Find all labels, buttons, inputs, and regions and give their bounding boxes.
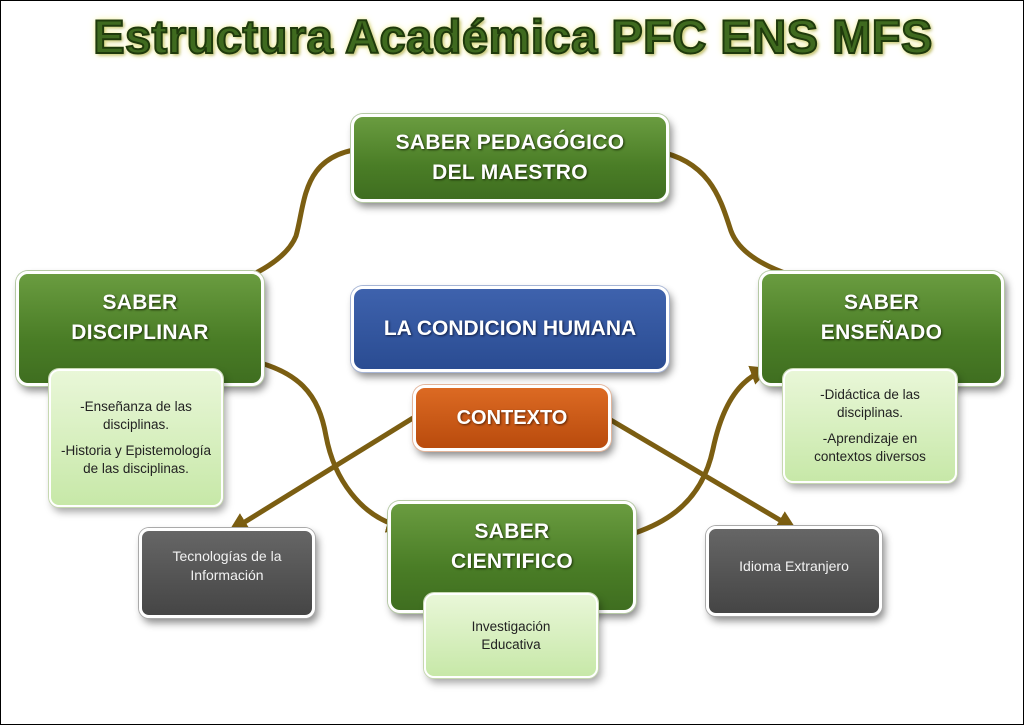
node-saber-pedagogico-line2: DEL MAESTRO bbox=[432, 161, 588, 184]
node-saber-pedagogico-line1: SABER PEDAGÓGICO bbox=[395, 131, 625, 154]
node-saber-ensenado-line1: SABER bbox=[843, 290, 919, 314]
node-saber-ensenado: SABER ENSEÑADO bbox=[759, 271, 1004, 386]
note-disciplinar: -Enseñanza de las disciplinas. -Historia… bbox=[49, 369, 223, 507]
note-ensenado-item: -Didáctica de las disciplinas. bbox=[820, 387, 920, 420]
arrow-contexto-idioma bbox=[607, 416, 797, 531]
note-ensenado-item: -Aprendizaje en contextos diversos bbox=[814, 431, 926, 464]
note-ensenado: -Didáctica de las disciplinas. -Aprendiz… bbox=[783, 369, 957, 483]
arrow-contexto-tecnologias bbox=[228, 415, 415, 533]
node-idioma-label: Idioma Extranjero bbox=[739, 557, 849, 574]
arrow-pedagogico-disciplinar bbox=[221, 138, 379, 291]
note-disciplinar-item: -Historia y Epistemología de las discipl… bbox=[60, 443, 212, 476]
node-saber-pedagogico: SABER PEDAGÓGICO DEL MAESTRO bbox=[351, 114, 669, 202]
node-condicion-humana: LA CONDICION HUMANA bbox=[351, 286, 669, 372]
arrow-pedagogico-ensenado bbox=[648, 143, 829, 291]
node-saber-cientifico-line2: CIENTIFICO bbox=[451, 550, 573, 573]
note-cientifico: Investigación Educativa bbox=[424, 593, 598, 678]
note-cientifico-item: Investigación Educativa bbox=[471, 618, 551, 652]
note-disciplinar-item: -Enseñanza de las disciplinas. bbox=[80, 399, 192, 432]
node-idioma: Idioma Extranjero bbox=[706, 526, 882, 616]
node-saber-ensenado-line2: ENSEÑADO bbox=[820, 320, 943, 344]
node-saber-disciplinar-line2: DISCIPLINAR bbox=[71, 320, 209, 344]
arrow-ensenado-cientifico bbox=[598, 365, 771, 549]
node-saber-disciplinar-line1: SABER bbox=[102, 290, 178, 314]
arrow-disciplinar-cientifico bbox=[231, 350, 407, 533]
node-tecnologias-label: Tecnologías de la Información bbox=[172, 548, 282, 583]
node-tecnologias: Tecnologías de la Información bbox=[139, 528, 315, 618]
page-title: Estructura Académica PFC ENS MFS bbox=[92, 9, 933, 64]
node-saber-cientifico-line1: SABER bbox=[474, 520, 550, 543]
node-contexto: CONTEXTO bbox=[413, 385, 611, 451]
